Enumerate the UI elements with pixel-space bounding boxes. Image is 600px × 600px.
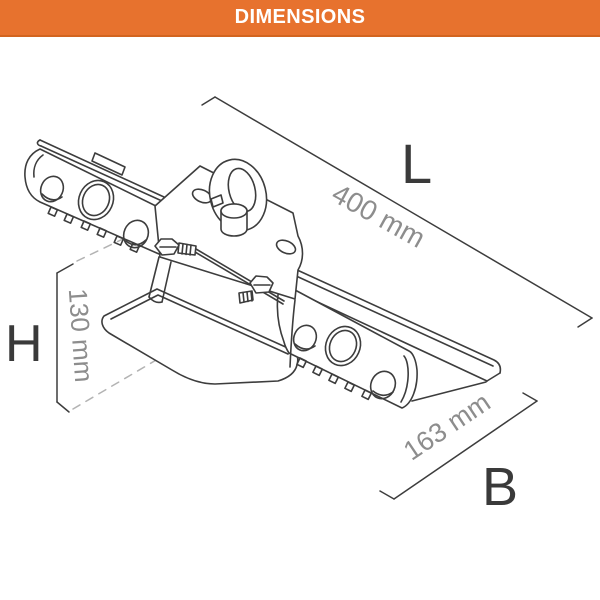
rail-top-edge-right [284, 264, 500, 373]
right-clamp-plate [277, 283, 417, 408]
right-plate-outline [277, 283, 417, 408]
threaded-rod-bottom [195, 252, 283, 304]
bolt-left-threads [182, 244, 191, 255]
header-banner: DIMENSIONS [0, 0, 600, 37]
bracket-web-left [149, 257, 159, 297]
eye-base-notch [211, 195, 223, 207]
h-tick-top [57, 264, 73, 273]
dimension-length-L [202, 97, 592, 327]
clamp-fasteners [155, 239, 284, 304]
rail-beam-right [279, 264, 500, 401]
left-plate-cap-inner [34, 155, 43, 177]
dim-value-130mm: 130 mm [63, 287, 99, 383]
l-tick-start [202, 97, 215, 105]
left-plate-hole-small [37, 173, 68, 206]
left-plate-hole-threaded [72, 175, 119, 225]
b-tick-end [523, 393, 537, 401]
bolt-center-threads [243, 292, 252, 303]
right-plate-cap-inner [401, 356, 408, 402]
left-serration-teeth [48, 207, 139, 252]
dim-label-H: H [5, 315, 43, 373]
fin-lower-rim [412, 382, 486, 401]
b-dimension-line [394, 401, 537, 499]
b-tick-start [380, 491, 394, 499]
left-plate-hole-medium [119, 216, 152, 251]
left-clamp-plate [25, 149, 170, 254]
h-tick-bottom [57, 402, 69, 412]
h-extension-dashed-top [77, 237, 127, 261]
banner-title: DIMENSIONS [234, 6, 366, 28]
foot-plate [102, 289, 298, 384]
bracket-hole-right [274, 237, 297, 256]
rail-beam-left [37, 140, 164, 201]
fin-tip [487, 373, 500, 381]
left-hole-small-chamfer [42, 194, 62, 200]
right-hole-thread-inner [325, 326, 362, 366]
dim-label-L: L [401, 132, 432, 195]
dim-value-163mm: 163 mm [398, 387, 496, 466]
rail-face-edge [41, 146, 162, 201]
foot-fold-line [111, 295, 288, 354]
eye-bolt [202, 153, 274, 236]
right-plate-hole-threaded [319, 321, 366, 371]
right-hole-medium-chamfer [373, 391, 393, 395]
rail-top-edge [40, 140, 164, 197]
bracket-flange-front [290, 300, 295, 367]
dim-label-B: B [482, 457, 518, 517]
right-plate-hole-medium [366, 367, 399, 402]
bracket-web-right [162, 262, 171, 302]
sleeve-back-wall [92, 153, 125, 175]
hex-bolt-center [239, 276, 273, 303]
h-extension-dashed-bottom [73, 356, 163, 409]
dimension-height-H [57, 237, 163, 412]
l-dimension-line [215, 97, 592, 318]
rail-face-edge-right [283, 270, 493, 366]
eye-base-top-face [221, 204, 247, 218]
right-hole-small-chamfer [295, 344, 315, 349]
left-hole-thread-inner [78, 180, 115, 220]
hex-bolt-left [155, 239, 196, 255]
l-tick-end [578, 318, 592, 327]
foot-plate-outline [102, 289, 298, 384]
rail-left-cap [37, 140, 41, 146]
dimension-width-B [380, 393, 537, 499]
bracket-web-foot-bend [149, 297, 162, 302]
right-plate-hole-small [290, 322, 321, 355]
right-serration-teeth [297, 358, 371, 399]
